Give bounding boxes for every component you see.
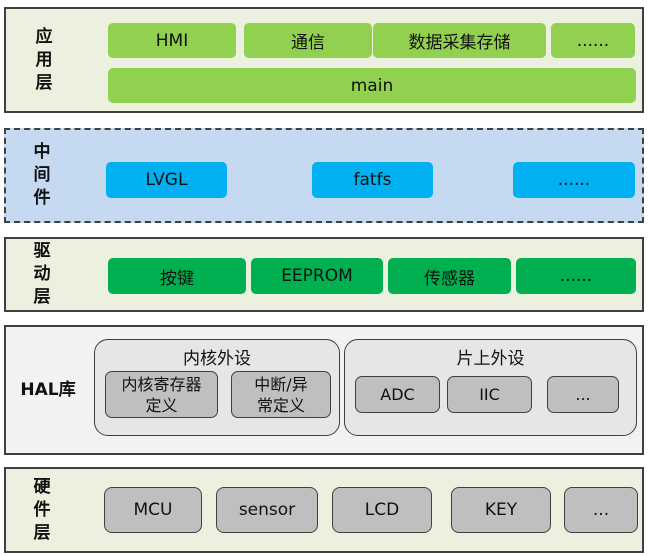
more-middleware-modules: ...... xyxy=(513,162,635,198)
sensor-driver-module: 传感器 xyxy=(388,258,511,294)
communication-module: 通信 xyxy=(244,23,372,58)
main-module: main xyxy=(108,68,636,103)
hardware-layer: 硬 件 层 MCU sensor LCD KEY ... xyxy=(4,467,644,553)
mcu-box: MCU xyxy=(104,487,202,533)
application-layer: 应 用 层 HMI 通信 数据采集存储 ...... main xyxy=(4,7,644,113)
onchip-peripherals-group: 片上外设 ADC IIC ... xyxy=(344,339,637,436)
sensor-hardware-box: sensor xyxy=(216,487,318,533)
adc-box: ADC xyxy=(355,376,440,413)
hal-layer-label: HAL库 xyxy=(20,379,76,400)
more-hardware-box: ... xyxy=(564,487,638,533)
iic-box: IIC xyxy=(447,376,532,413)
more-app-modules: ...... xyxy=(551,23,635,58)
driver-layer-label: 驱 动 层 xyxy=(33,241,51,307)
hmi-module: HMI xyxy=(108,23,236,58)
hardware-layer-label: 硬 件 层 xyxy=(33,476,51,543)
middleware-layer-label: 中 间 件 xyxy=(33,142,51,208)
core-register-definition-box: 内核寄存器 定义 xyxy=(105,371,218,418)
more-driver-modules: ...... xyxy=(516,258,636,294)
data-acquisition-storage-module: 数据采集存储 xyxy=(373,23,546,58)
eeprom-driver-module: EEPROM xyxy=(251,258,383,294)
lvgl-module: LVGL xyxy=(106,162,227,198)
more-peripherals-box: ... xyxy=(547,376,619,413)
interrupt-exception-definition-box: 中断/异 常定义 xyxy=(231,371,331,418)
button-driver-module: 按键 xyxy=(108,258,246,294)
fatfs-module: fatfs xyxy=(312,162,433,198)
application-layer-label: 应 用 层 xyxy=(35,26,53,93)
hal-layer: HAL库 内核外设 内核寄存器 定义 中断/异 常定义 片上外设 ADC IIC… xyxy=(4,325,644,455)
key-box: KEY xyxy=(451,487,551,533)
driver-layer: 驱 动 层 按键 EEPROM 传感器 ...... xyxy=(4,237,644,312)
lcd-box: LCD xyxy=(332,487,432,533)
middleware-layer: 中 间 件 LVGL fatfs ...... xyxy=(4,128,644,223)
core-peripherals-group: 内核外设 内核寄存器 定义 中断/异 常定义 xyxy=(94,339,340,436)
core-peripherals-title: 内核外设 xyxy=(183,349,251,369)
onchip-peripherals-title: 片上外设 xyxy=(456,349,525,369)
